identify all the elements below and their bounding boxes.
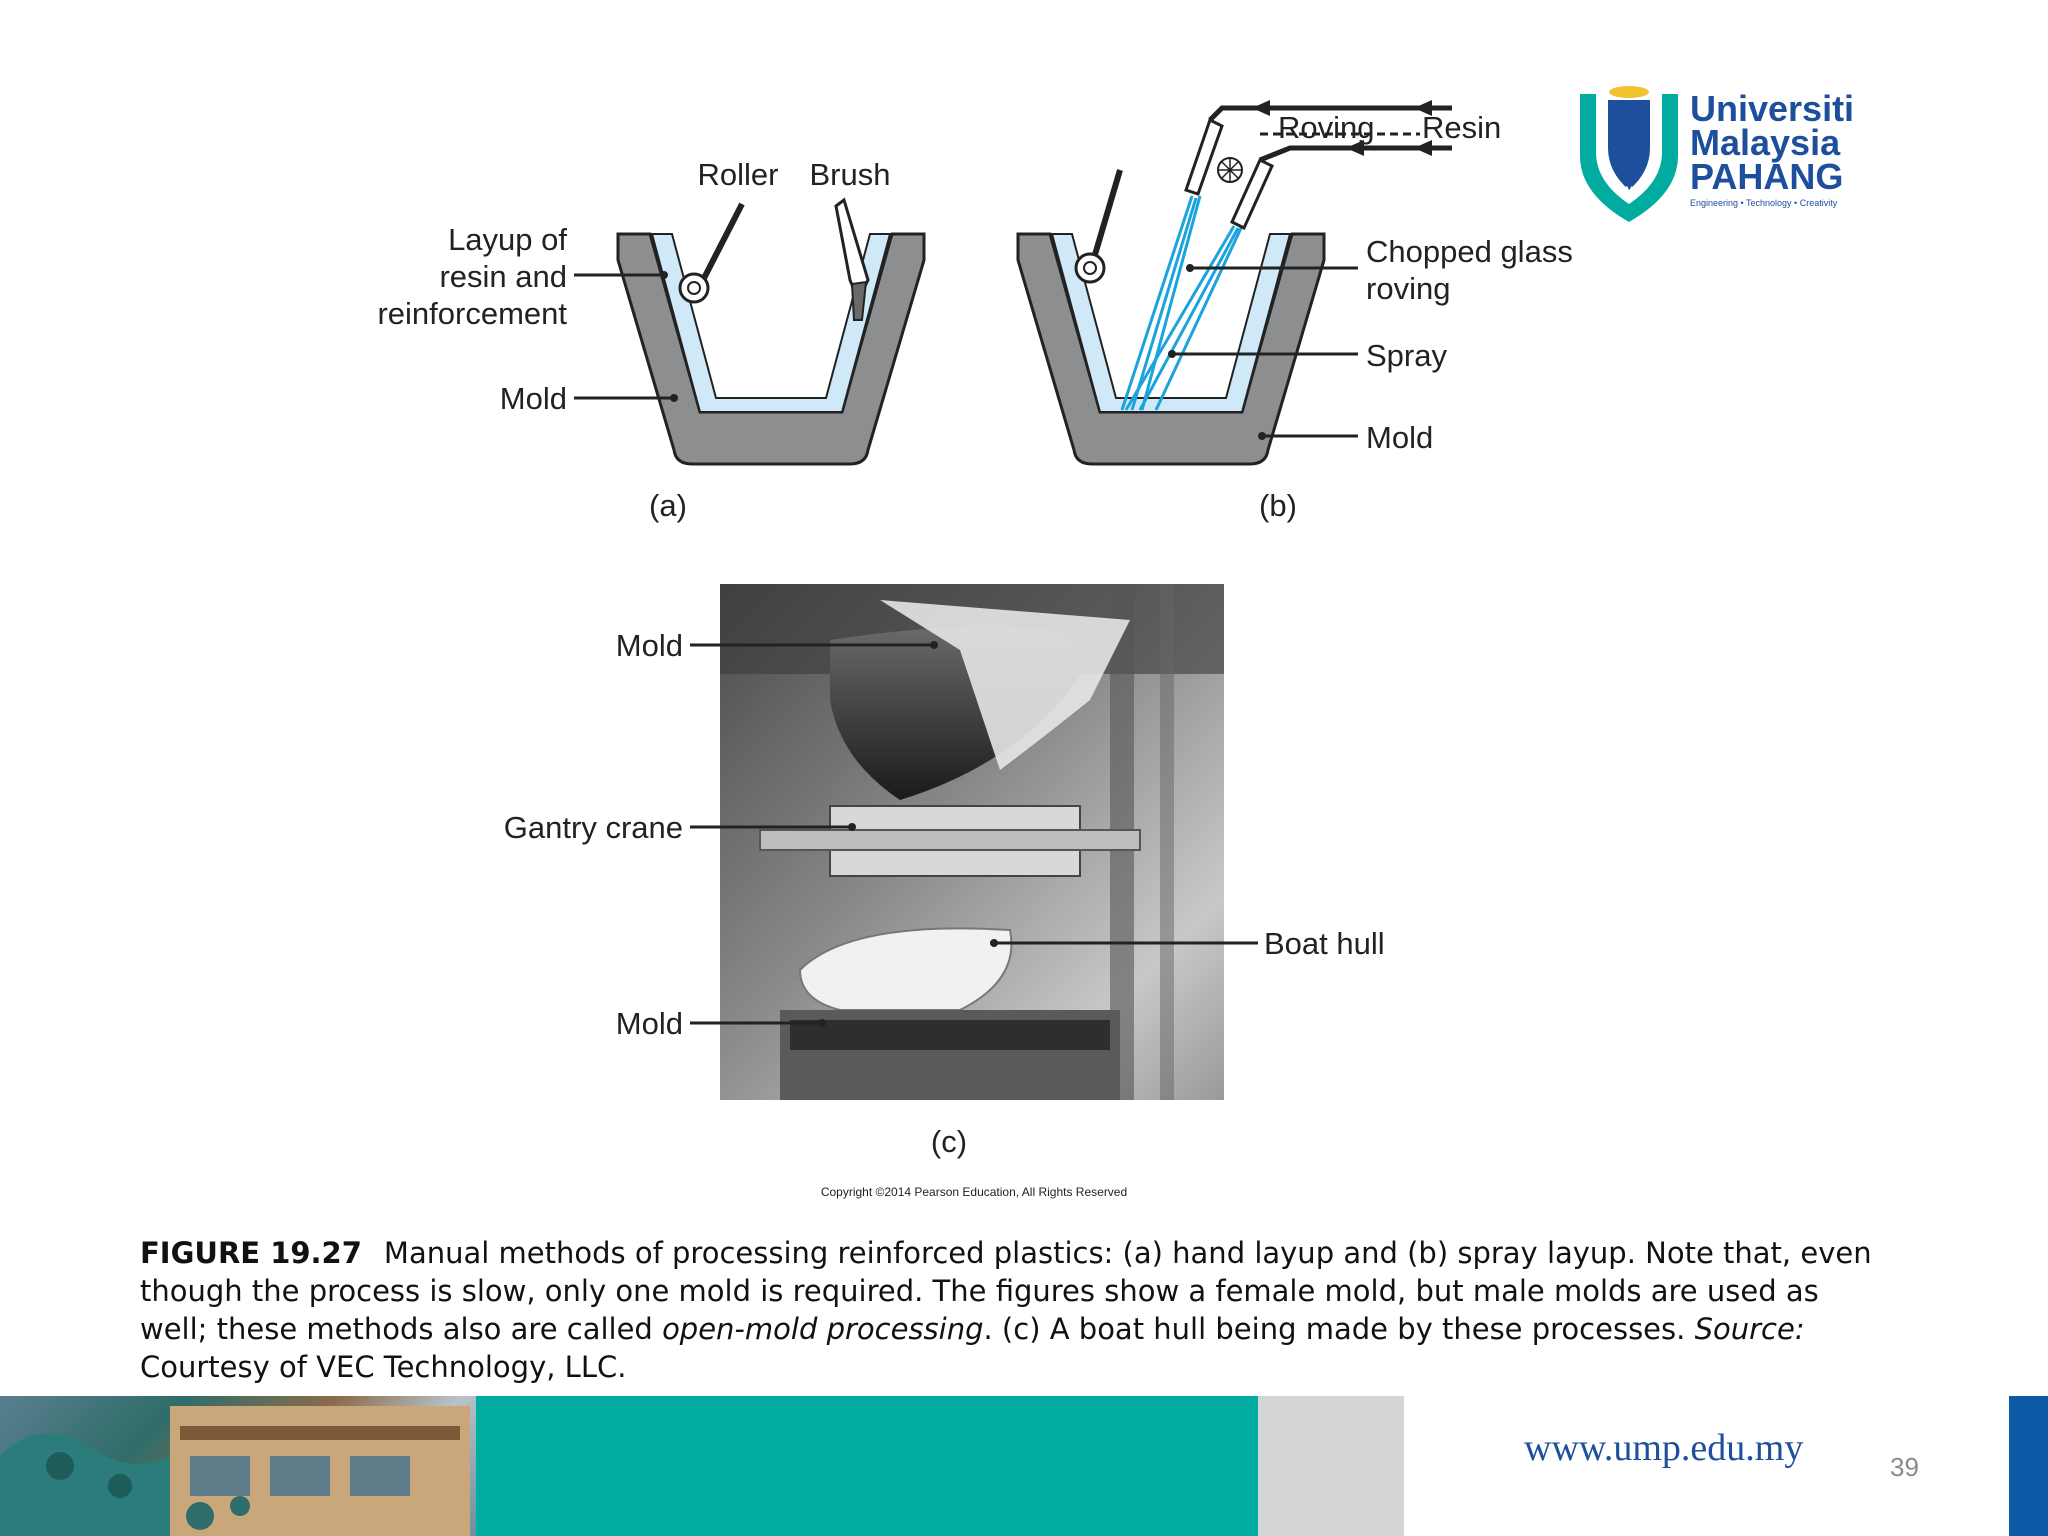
campus-photo xyxy=(0,1396,476,1536)
mold-b xyxy=(1016,232,1326,466)
footer-blue-bar xyxy=(2009,1396,2048,1536)
footer-teal-bar xyxy=(476,1396,1258,1536)
campus-photo-art xyxy=(0,1406,470,1536)
logo-line-1: Universiti xyxy=(1690,88,1855,129)
caption-a: (a) xyxy=(649,488,687,523)
caption-b: (b) xyxy=(1259,488,1297,523)
page-number: 39 xyxy=(1890,1452,1919,1482)
resin-label: Resin xyxy=(1422,110,1501,145)
layup-label-2: resin and xyxy=(439,259,567,294)
caption-text-1: Manual methods of processing reinforced … xyxy=(140,1236,1872,1346)
copyright-text: Copyright ©2014 Pearson Education, All R… xyxy=(821,1185,1127,1199)
roller-b-icon xyxy=(1074,169,1123,284)
figure-diagram: Roller Brush Layup of resin and reinforc… xyxy=(377,100,1573,1199)
logo-line-3: PAHANG xyxy=(1690,156,1844,197)
footer-band: www.ump.edu.my 39 xyxy=(0,1396,2048,1536)
mold-a xyxy=(616,232,926,466)
caption-italic-1: open-mold processing xyxy=(662,1312,984,1346)
brush-icon xyxy=(834,197,870,321)
caption-c: (c) xyxy=(931,1124,967,1159)
brush-label: Brush xyxy=(810,157,891,192)
logo-line-2: Malaysia xyxy=(1690,122,1841,163)
roller-label: Roller xyxy=(698,157,779,192)
boat-hull-label: Boat hull xyxy=(1264,926,1385,961)
spray-label: Spray xyxy=(1366,338,1447,373)
figure-number: FIGURE 19.27 xyxy=(140,1236,362,1270)
mold-top-label: Mold xyxy=(616,628,683,663)
chopped-label-1: Chopped glass xyxy=(1366,234,1573,269)
footer-gray-bar xyxy=(1258,1396,1404,1536)
university-logo: UMP xyxy=(1580,86,1678,222)
boat-hull-photo xyxy=(720,584,1224,1100)
logo-badge: UMP xyxy=(1617,185,1641,197)
chopped-label-2: roving xyxy=(1366,271,1450,306)
roller-icon xyxy=(678,202,745,304)
mold-b-label: Mold xyxy=(1366,420,1433,455)
mold-bottom-label: Mold xyxy=(616,1006,683,1041)
logo-text: Universiti Malaysia PAHANG Engineering •… xyxy=(1690,88,1855,210)
roving-label: Roving xyxy=(1278,110,1375,145)
spray-gun-icon xyxy=(1184,117,1274,231)
spray-lines xyxy=(1120,195,1244,411)
feed-lines xyxy=(1208,100,1452,163)
mold-a-label: Mold xyxy=(500,381,567,416)
caption-text-2: . (c) A boat hull being made by these pr… xyxy=(983,1312,1695,1346)
caption-text-3: Courtesy of VEC Technology, LLC. xyxy=(140,1350,627,1384)
website-url[interactable]: www.ump.edu.my xyxy=(1524,1427,1804,1469)
gantry-label: Gantry crane xyxy=(504,810,683,845)
caption-italic-2: Source: xyxy=(1694,1312,1805,1346)
layup-label-3: reinforcement xyxy=(377,296,567,331)
logo-tagline: Engineering • Technology • Creativity xyxy=(1690,198,1838,208)
layup-label-1: Layup of xyxy=(448,222,567,257)
